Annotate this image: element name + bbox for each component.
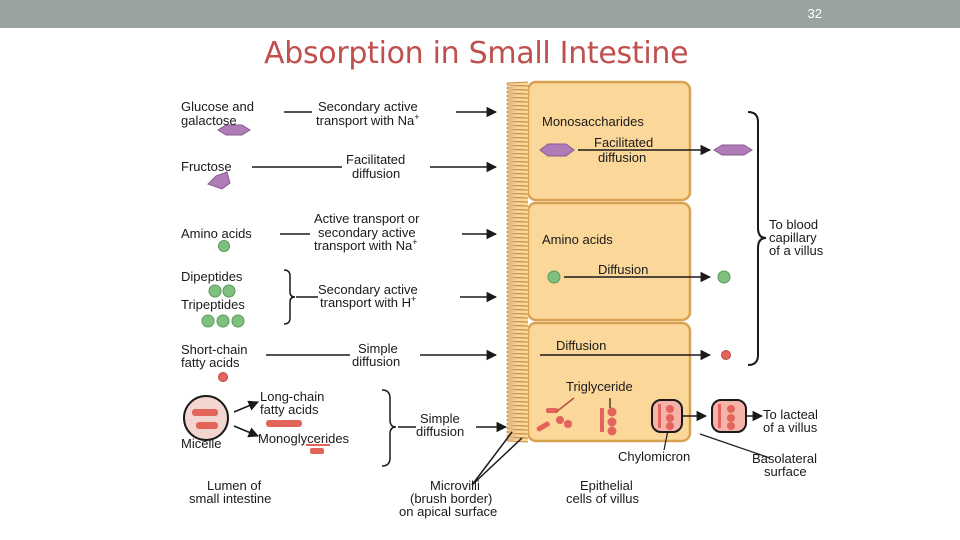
- label-to-lacteal: To lacteal: [763, 407, 818, 422]
- transport-sec-active-na-2: transport with Na+: [316, 112, 420, 128]
- label-dipeptides: Dipeptides: [181, 269, 243, 284]
- label-apical-surface: on apical surface: [399, 504, 497, 519]
- fatty-acids-entering-cell: [536, 397, 575, 432]
- fructose-pentagon: [207, 171, 231, 190]
- monosaccharide-hexagon-blood: [713, 144, 753, 156]
- label-to-blood: To blood: [769, 217, 818, 232]
- transport-simple-b-2: diffusion: [416, 424, 464, 439]
- label-amino-acids: Amino acids: [181, 226, 252, 241]
- transport-facilitated-2: diffusion: [352, 166, 400, 181]
- label-epithelial: Epithelial: [580, 478, 633, 493]
- cell-label-triglyceride: Triglyceride: [566, 379, 633, 394]
- label-fructose: Fructose: [181, 159, 232, 174]
- label-brush-border: (brush border): [410, 491, 492, 506]
- label-basolateral: Basolateral: [752, 451, 817, 466]
- monoglyceride-icon: [306, 444, 330, 454]
- chylomicron-cell-icon: [651, 399, 683, 433]
- dipeptide-dot-2: [222, 284, 236, 298]
- label-micelle: Micelle: [181, 436, 221, 451]
- cell-label-facilitated-2: diffusion: [598, 150, 646, 165]
- short-chain-fa-dot: [218, 372, 228, 382]
- slide-top-bar: 32: [0, 0, 960, 28]
- micelle-icon: [183, 395, 229, 441]
- transport-sec-active-h-2: transport with H+: [320, 294, 416, 310]
- cell-label-monosaccharides: Monosaccharides: [542, 114, 644, 129]
- label-cells-of-villus: cells of villus: [566, 491, 639, 506]
- transport-active-2: secondary active: [318, 225, 416, 240]
- chylomicron-lacteal-icon: [711, 399, 747, 433]
- tripeptide-dot-3: [231, 314, 245, 328]
- transport-sec-active-h-1: Secondary active: [318, 282, 418, 297]
- triglyceride-icon: [600, 407, 617, 436]
- amino-acid-dot: [218, 240, 230, 252]
- tripeptide-dot-2: [216, 314, 230, 328]
- cell-label-facilitated-1: Facilitated: [594, 135, 653, 150]
- label-glucose: Glucose and: [181, 99, 254, 114]
- slide-number: 32: [807, 6, 822, 21]
- cell-label-diffusion: Diffusion: [598, 262, 648, 277]
- long-chain-fa-bar: [266, 420, 302, 427]
- label-long-chain-fa: fatty acids: [260, 402, 319, 417]
- transport-active-3: transport with Na+: [314, 237, 418, 253]
- short-chain-fa-blood-dot: [721, 350, 731, 360]
- transport-simple-b-1: Simple: [420, 411, 460, 426]
- label-short-chain: Short-chain: [181, 342, 247, 357]
- peptide-bracket: [283, 269, 296, 325]
- amino-acid-blood-dot: [717, 270, 731, 284]
- transport-simple-1: Simple: [358, 341, 398, 356]
- label-chylomicron: Chylomicron: [618, 449, 690, 464]
- label-monoglycerides: Monoglycerides: [258, 431, 350, 446]
- slide-title: Absorption in Small Intestine: [264, 36, 689, 71]
- cell-label-amino-acids: Amino acids: [542, 232, 613, 247]
- transport-simple-2: diffusion: [352, 354, 400, 369]
- monosaccharide-hexagon-cell: [539, 143, 575, 157]
- label-capillary: capillary: [769, 230, 817, 245]
- label-lumen: Lumen of: [207, 478, 262, 493]
- label-long-chain: Long-chain: [260, 389, 324, 404]
- galactose-hexagon: [217, 124, 251, 136]
- label-galactose: galactose: [181, 113, 237, 128]
- transport-sec-active-na-1: Secondary active: [318, 99, 418, 114]
- transport-facilitated-1: Facilitated: [346, 152, 405, 167]
- label-small-intestine: small intestine: [189, 491, 271, 506]
- transport-active-1: Active transport or: [314, 211, 420, 226]
- label-surface: surface: [764, 464, 807, 479]
- blood-bracket: [747, 111, 767, 366]
- label-short-chain-fa: fatty acids: [181, 355, 240, 370]
- label-lacteal-villus: of a villus: [763, 420, 818, 435]
- cell-label-diffusion-2: Diffusion: [556, 338, 606, 353]
- label-of-a-villus: of a villus: [769, 243, 824, 258]
- label-tripeptides: Tripeptides: [181, 297, 245, 312]
- label-microvilli: Microvilli: [430, 478, 480, 493]
- microvilli-path: [506, 81, 529, 443]
- dipeptide-dot-1: [208, 284, 222, 298]
- microvilli-brush-border: [506, 81, 529, 443]
- amino-acid-cell-dot: [547, 270, 561, 284]
- tripeptide-dot-1: [201, 314, 215, 328]
- lipid-bracket: [381, 389, 397, 467]
